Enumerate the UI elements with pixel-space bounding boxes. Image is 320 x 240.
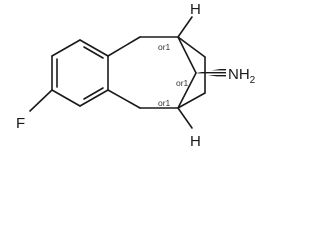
hashed-wedge-bond: [196, 68, 226, 78]
stereo-label-bottom: or1: [158, 98, 171, 108]
amine-group: NH2: [228, 66, 256, 86]
stereo-label-top: or1: [158, 42, 171, 52]
bridged-ring: [107, 36, 206, 109]
bottom-h-bond: [177, 107, 193, 129]
amine-label: NH: [228, 66, 250, 83]
amine-subscript: 2: [250, 75, 256, 86]
stereo-label-center: or1: [176, 78, 189, 88]
benzene-ring: [51, 39, 109, 107]
fluorine-atom: F: [16, 115, 25, 132]
molecule-structure: F H H NH2 or1 or1 or1: [16, 1, 256, 150]
top-h-bond: [177, 16, 193, 38]
hydrogen-bottom-atom: H: [190, 133, 201, 150]
c-f-bond: [29, 89, 53, 112]
hydrogen-top-atom: H: [190, 1, 201, 18]
